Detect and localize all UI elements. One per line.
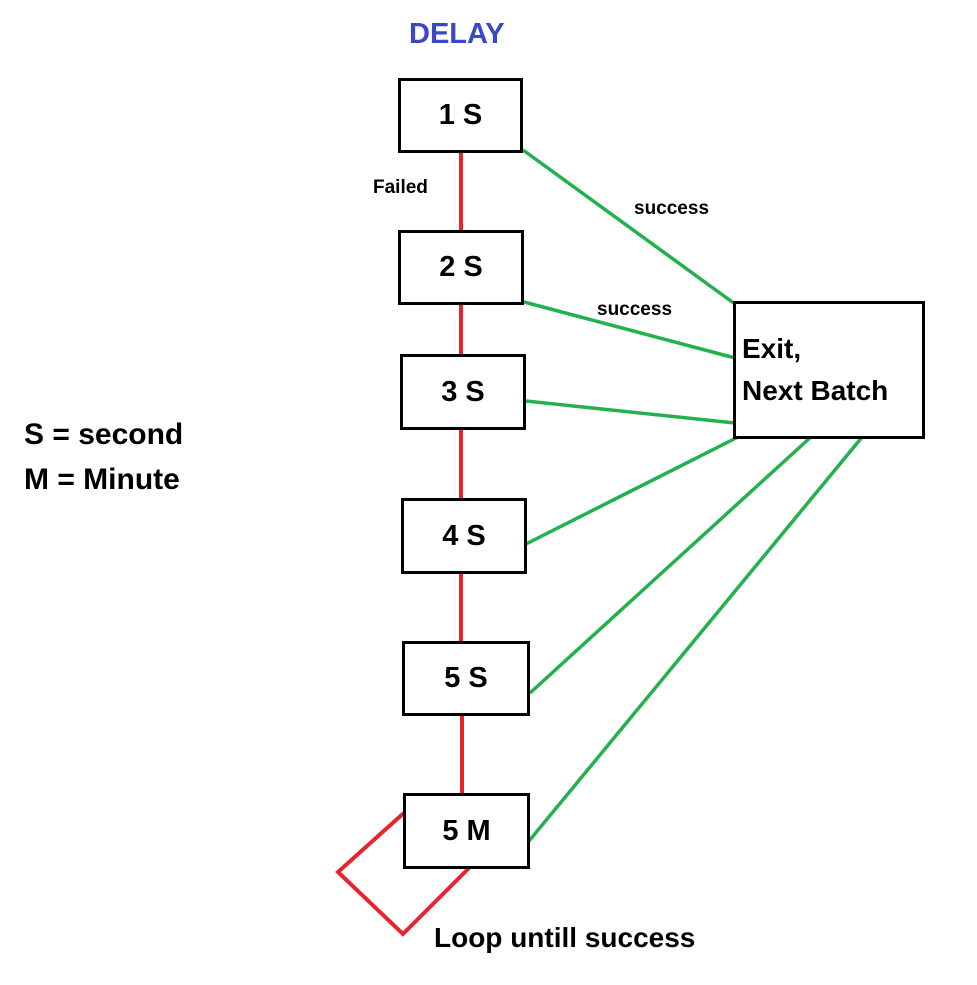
success-edge-6 — [527, 434, 865, 843]
delay-node-3s: 3 S — [400, 354, 526, 430]
success-edge-1 — [521, 148, 737, 306]
exit-next-batch-node: Exit, Next Batch — [733, 301, 925, 439]
retry-loop-edge — [335, 810, 471, 937]
legend-seconds: S = second — [24, 418, 184, 451]
success-edge-2 — [523, 300, 736, 360]
success-edge-4 — [525, 434, 741, 546]
diagram-title: DELAY — [409, 18, 505, 50]
success-edge-5 — [528, 434, 814, 695]
exit-node-text: Exit, Next Batch — [742, 328, 888, 412]
delay-node-5s: 5 S — [402, 641, 530, 716]
delay-node-5m: 5 M — [403, 793, 530, 869]
legend-minutes: M = Minute — [24, 463, 180, 496]
delay-node-2s-label: 2 S — [439, 251, 483, 283]
loop-label: Loop untill success — [434, 922, 696, 953]
delay-node-1s-label: 1 S — [438, 99, 483, 131]
delay-node-1s: 1 S — [398, 78, 523, 153]
failed-edge-label: Failed — [373, 177, 428, 198]
exit-node-line-1: Exit, — [742, 333, 802, 364]
exit-node-line-2: Next Batch — [742, 375, 889, 406]
delay-node-5m-label: 5 M — [442, 814, 491, 847]
delay-node-2s: 2 S — [398, 230, 524, 305]
delay-node-3s-label: 3 S — [441, 375, 485, 408]
success-edge-label-1: success — [634, 198, 710, 219]
delay-node-5s-label: 5 S — [444, 662, 488, 694]
delay-node-4s-label: 4 S — [442, 519, 486, 552]
success-edge-label-2: success — [597, 299, 673, 320]
delay-node-4s: 4 S — [401, 498, 527, 574]
success-edge-3 — [525, 399, 736, 425]
